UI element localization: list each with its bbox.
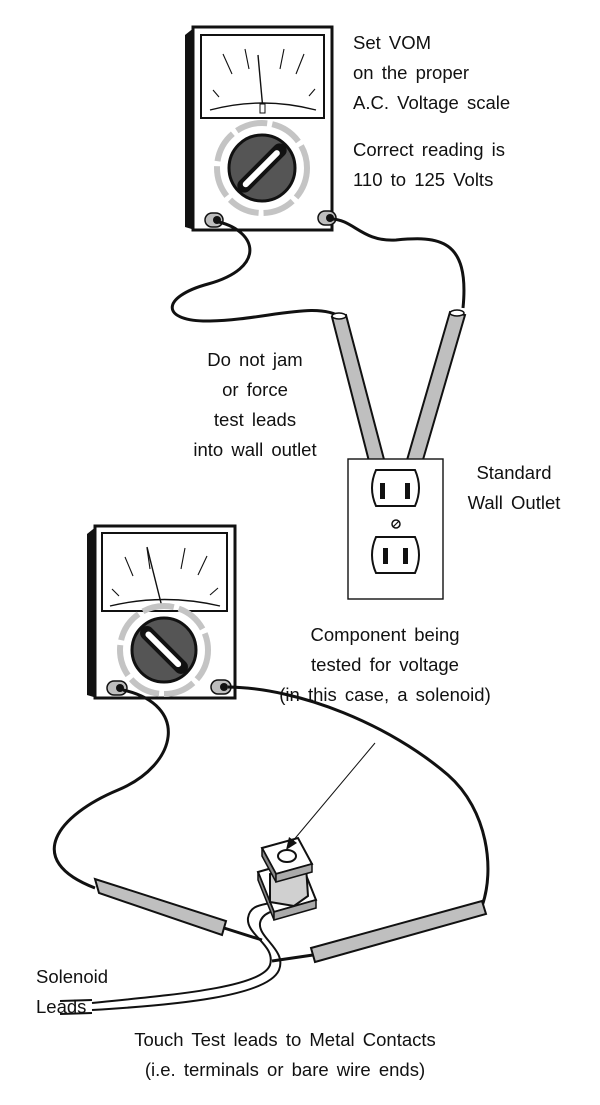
wall-outlet-label: Standard Wall Outlet bbox=[450, 458, 578, 518]
component-label-line-2: tested for voltage bbox=[311, 654, 459, 675]
solenoid-leads bbox=[59, 902, 287, 1015]
outlet-warning-line-4: into wall outlet bbox=[193, 439, 317, 460]
component-label-line-3: (in this case, a solenoid) bbox=[279, 684, 491, 705]
bottom-multimeter-icon bbox=[87, 524, 237, 700]
set-vom-line-3: A.C. Voltage scale bbox=[353, 92, 511, 113]
outlet-warning-note: Do not jam or force test leads into wall… bbox=[180, 345, 330, 465]
bottom-left-lead-wire bbox=[52, 688, 170, 890]
wall-outlet-label-line-1: Standard bbox=[476, 462, 552, 483]
component-pointer-arrow bbox=[286, 742, 376, 850]
solenoid-icon bbox=[256, 836, 318, 921]
solenoid-leads-line-2: Leads bbox=[36, 996, 87, 1017]
touch-instruction: Touch Test leads to Metal Contacts (i.e.… bbox=[50, 1025, 520, 1085]
correct-reading-note: Correct reading is 110 to 125 Volts bbox=[353, 135, 505, 195]
bottom-left-probe bbox=[93, 877, 263, 942]
set-vom-note: Set VOM on the proper A.C. Voltage scale bbox=[353, 28, 510, 118]
outlet-warning-line-3: test leads bbox=[213, 409, 297, 430]
set-vom-line-1: Set VOM bbox=[353, 32, 432, 53]
wall-outlet-icon bbox=[347, 458, 444, 600]
top-right-lead-wire bbox=[331, 217, 466, 309]
bottom-right-probe bbox=[271, 899, 488, 964]
set-vom-line-2: on the proper bbox=[353, 62, 470, 83]
top-left-lead-wire bbox=[170, 220, 343, 323]
outlet-warning-line-1: Do not jam bbox=[207, 349, 303, 370]
touch-instruction-line-1: Touch Test leads to Metal Contacts bbox=[134, 1029, 436, 1050]
solenoid-leads-line-1: Solenoid bbox=[36, 966, 109, 987]
outlet-warning-line-2: or force bbox=[222, 379, 288, 400]
correct-reading-line-2: 110 to 125 Volts bbox=[353, 169, 494, 190]
solenoid-leads-label: Solenoid Leads bbox=[36, 962, 108, 1022]
touch-instruction-line-2: (i.e. terminals or bare wire ends) bbox=[144, 1059, 426, 1080]
bottom-right-lead-wire bbox=[227, 685, 490, 907]
wall-outlet-label-line-2: Wall Outlet bbox=[467, 492, 561, 513]
correct-reading-line-1: Correct reading is bbox=[353, 139, 506, 160]
component-label-line-1: Component being bbox=[310, 624, 460, 645]
component-label: Component being tested for voltage (in t… bbox=[230, 620, 540, 710]
top-multimeter-icon bbox=[185, 25, 337, 232]
